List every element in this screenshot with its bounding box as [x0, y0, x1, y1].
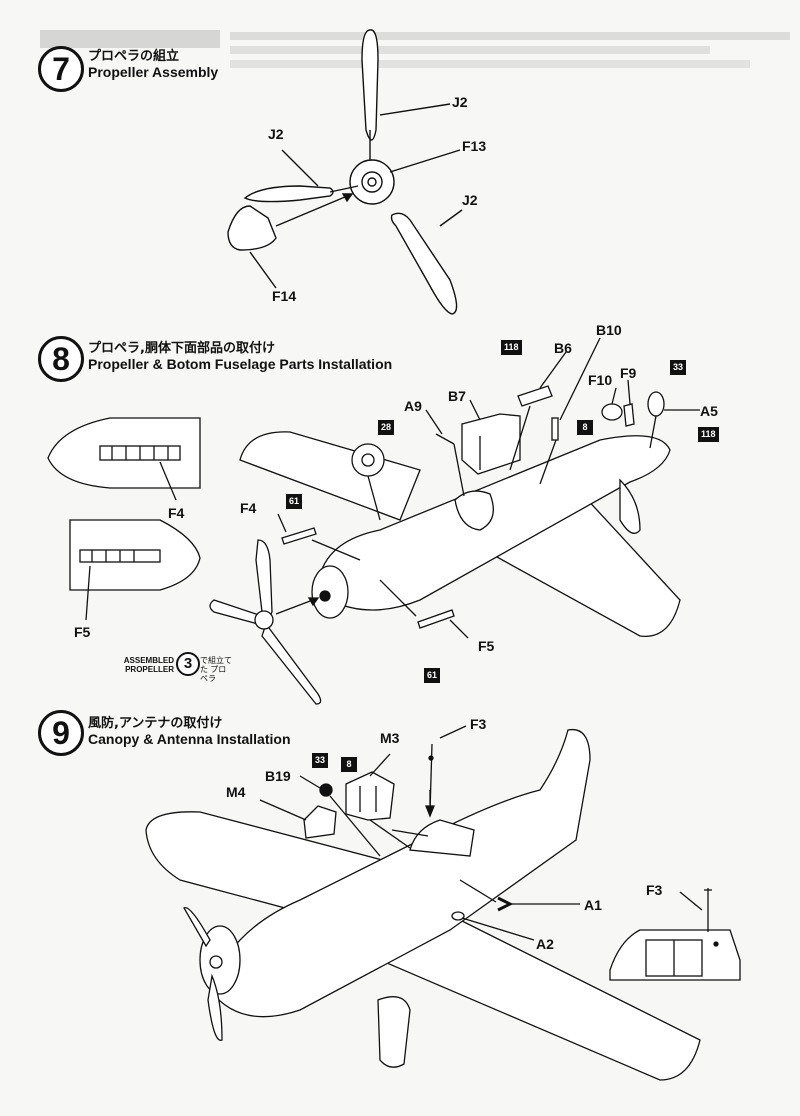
paint-61-a: 61	[286, 494, 303, 509]
callout-f5-main: F5	[478, 638, 495, 654]
ref-assembled-propeller-label: ASSEMBLED PROPELLER	[123, 656, 174, 674]
callout-m4: M4	[226, 784, 246, 800]
paint-8: 8	[577, 420, 593, 435]
bleed-through-header	[40, 30, 790, 68]
callout-f3: F3	[470, 716, 487, 732]
ref-step-3-number: 3	[176, 652, 200, 676]
callout-j2-left: J2	[268, 126, 284, 142]
paint-28: 28	[378, 420, 395, 435]
paint-118-a: 118	[501, 340, 522, 355]
step-9-title-jp: 風防,アンテナの取付け	[88, 716, 223, 731]
callout-j2-top: J2	[452, 94, 468, 110]
callout-f13: F13	[462, 138, 487, 154]
callout-b19: B19	[265, 768, 291, 784]
step-8-title-en: Propeller & Botom Fuselage Parts Install…	[88, 356, 393, 372]
callout-f14: F14	[272, 288, 297, 304]
callout-m3: M3	[380, 730, 400, 746]
callout-f3-inset: F3	[646, 882, 663, 898]
callout-f5-inset: F5	[74, 624, 91, 640]
callout-a9: A9	[404, 398, 422, 414]
paint-33-step9: 33	[312, 753, 329, 768]
step-9-title-en: Canopy & Antenna Installation	[88, 731, 291, 747]
step-7-title-en: Propeller Assembly	[88, 64, 219, 80]
callout-b10: B10	[596, 322, 622, 338]
callout-f9: F9	[620, 365, 637, 381]
step-9-number: 9	[38, 710, 84, 756]
ref-assembled-propeller-jp: で組立てた プロペラ	[200, 656, 232, 683]
callout-f10: F10	[588, 372, 613, 388]
callout-f4-main: F4	[240, 500, 257, 516]
callout-f4-inset: F4	[168, 505, 185, 521]
paint-33: 33	[670, 360, 687, 375]
callout-a1: A1	[584, 897, 602, 913]
step-8-number: 8	[38, 336, 84, 382]
paint-8-step9: 8	[341, 757, 357, 772]
callout-j2-right: J2	[462, 192, 478, 208]
callout-b7: B7	[448, 388, 466, 404]
callout-a5: A5	[700, 403, 718, 419]
paint-118-b: 118	[698, 427, 719, 442]
callout-a2: A2	[536, 936, 554, 952]
callout-b6: B6	[554, 340, 572, 356]
step-7-title-jp: プロペラの組立	[88, 49, 180, 64]
paint-61-b: 61	[424, 668, 441, 683]
step-8-title-jp: プロペラ,胴体下面部品の取付け	[88, 341, 275, 356]
step-7-number: 7	[38, 46, 84, 92]
